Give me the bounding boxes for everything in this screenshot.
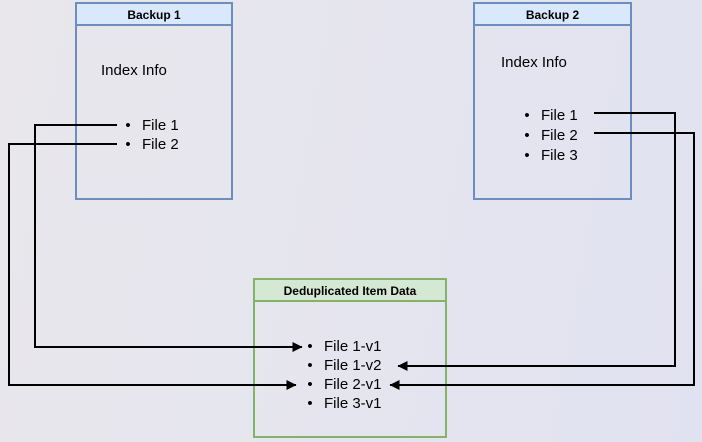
bullet-icon: • [125,117,131,134]
backup2-box: Backup 2 Index Info • File 1 • File 2 • File … [473,2,632,200]
list-item: • File 1-v2 [302,356,382,375]
deduplicated-item-data-box: Deduplicated Item Data • File 1-v1 • File 1… [253,278,447,438]
bullet-icon: • [125,136,131,153]
bullet-icon: • [524,146,530,164]
backup1-title: Backup 1 [77,4,231,26]
backup1-box: Backup 1 Index Info • File 1 • File 2 [75,2,233,200]
list-item-label: File 2-v1 [324,376,382,393]
list-item: • File 3 [519,145,578,165]
list-item: • File 1-v1 [302,337,382,356]
list-item-label: File 3 [541,146,578,164]
list-item: • File 1 [120,116,179,135]
backup2-title: Backup 2 [475,4,630,26]
bullet-icon: • [524,106,530,124]
list-item-label: File 1 [142,117,179,134]
bullet-icon: • [307,376,313,393]
list-item: • File 2-v1 [302,375,382,394]
list-item-label: File 1-v1 [324,338,382,355]
list-item-label: File 1 [541,106,578,124]
bullet-icon: • [307,395,313,412]
list-item-label: File 3-v1 [324,395,382,412]
dedup-file-list: • File 1-v1 • File 1-v2 • File 2-v1 • File 3-v1 [302,337,382,413]
list-item-label: File 2 [142,136,179,153]
backup2-file-list: • File 1 • File 2 • File 3 [519,105,578,165]
backup2-index-info-label: Index Info [501,54,567,71]
list-item: • File 2 [120,135,179,154]
backup1-file-list: • File 1 • File 2 [120,116,179,154]
backup1-index-info-label: Index Info [101,62,167,79]
bullet-icon: • [307,338,313,355]
dedup-title: Deduplicated Item Data [255,280,445,302]
list-item: • File 1 [519,105,578,125]
list-item: • File 2 [519,125,578,145]
list-item-label: File 2 [541,126,578,144]
list-item: • File 3-v1 [302,394,382,413]
bullet-icon: • [524,126,530,144]
bullet-icon: • [307,357,313,374]
list-item-label: File 1-v2 [324,357,382,374]
